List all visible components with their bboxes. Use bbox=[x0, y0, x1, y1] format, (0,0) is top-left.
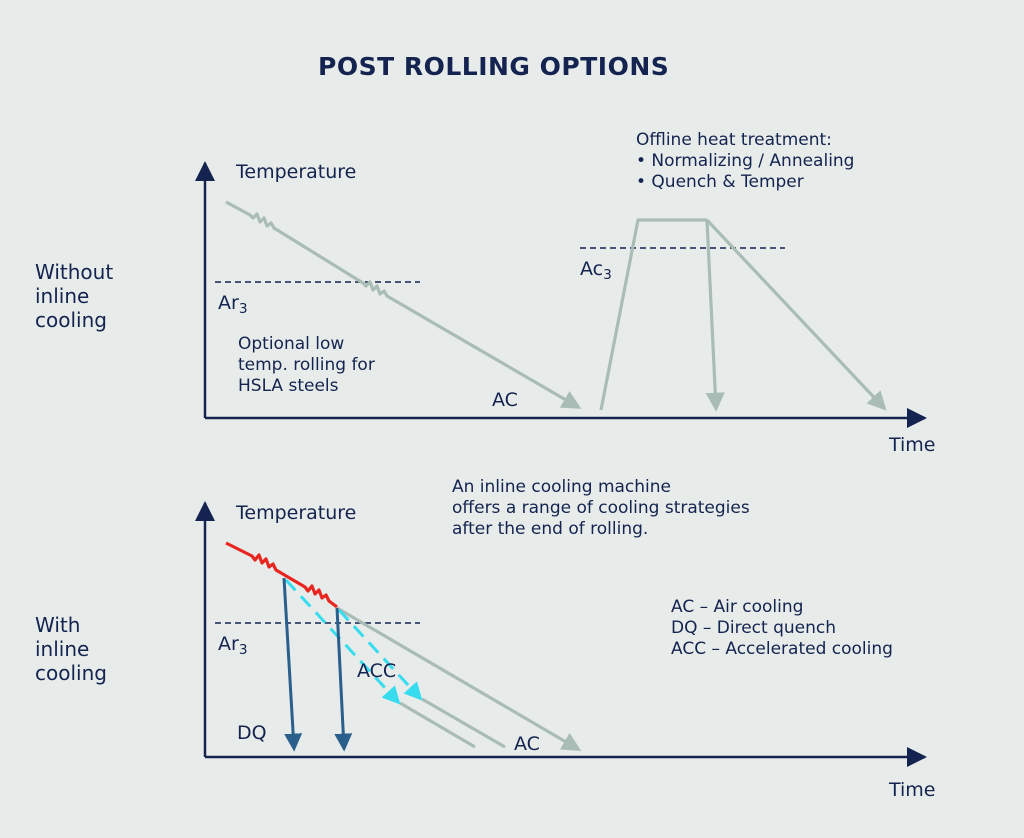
top-ar3-sub: 3 bbox=[238, 301, 248, 318]
top-ar3-label: Ar3 bbox=[218, 292, 248, 317]
top-note-line-3: HSLA steels bbox=[238, 376, 339, 396]
bottom-ar3-label: Ar3 bbox=[218, 633, 248, 658]
bottom-panel-graphics bbox=[195, 501, 927, 767]
legend-item-dq: DQ – Direct quench bbox=[671, 618, 837, 638]
bottom-row-label: With inline cooling bbox=[35, 613, 107, 685]
offline-title: Offline heat treatment: bbox=[636, 130, 832, 150]
bottom-dq-label: DQ bbox=[237, 722, 267, 744]
top-slow-cool bbox=[705, 218, 887, 411]
bottom-dq-line-2 bbox=[334, 607, 353, 752]
bottom-row-label-line-3: cooling bbox=[35, 661, 107, 685]
bottom-x-axis-label: Time bbox=[889, 779, 936, 801]
intro-line-1: An inline cooling machine bbox=[452, 477, 672, 497]
bottom-acc-line-1 bbox=[284, 578, 401, 705]
bottom-y-axis-label: Temperature bbox=[236, 502, 357, 524]
bottom-acc-tail-1 bbox=[399, 701, 476, 749]
bottom-acc-label: ACC bbox=[357, 660, 397, 682]
bottom-air-cooling-line bbox=[336, 606, 582, 751]
top-hsla-note: Optional low temp. rolling for HSLA stee… bbox=[238, 334, 375, 397]
bottom-acc-tail-2 bbox=[421, 697, 506, 749]
top-offline-heat-treatment: Offline heat treatment: • Normalizing / … bbox=[636, 130, 854, 193]
top-x-axis-label: Time bbox=[889, 434, 936, 456]
bottom-ar3-sub: 3 bbox=[238, 642, 248, 659]
top-row-label-line-2: inline bbox=[35, 284, 90, 308]
top-y-axis-label: Temperature bbox=[236, 161, 357, 183]
top-offline-heat-profile bbox=[599, 218, 707, 411]
top-quench-drop bbox=[705, 219, 725, 412]
top-ac3-text: Ac bbox=[580, 258, 604, 280]
top-ac3-sub: 3 bbox=[603, 267, 612, 284]
bottom-dq-line-1 bbox=[282, 577, 303, 752]
bottom-legend: AC – Air cooling DQ – Direct quench ACC … bbox=[671, 597, 893, 660]
top-note-line-2: temp. rolling for bbox=[238, 355, 375, 375]
bottom-row-label-line-1: With bbox=[35, 613, 81, 637]
bottom-ar3-text: Ar bbox=[218, 633, 239, 655]
top-ar3-text: Ar bbox=[218, 292, 239, 314]
page-title: POST ROLLING OPTIONS bbox=[318, 52, 670, 81]
top-row-label: Without inline cooling bbox=[35, 260, 113, 332]
top-note-line-1: Optional low bbox=[238, 334, 345, 354]
offline-item-2: • Quench & Temper bbox=[636, 172, 804, 192]
legend-item-ac: AC – Air cooling bbox=[671, 597, 804, 617]
bottom-row-label-line-2: inline bbox=[35, 637, 90, 661]
intro-line-3: after the end of rolling. bbox=[452, 519, 649, 539]
top-panel-graphics bbox=[195, 161, 927, 428]
bottom-ac-label: AC bbox=[514, 733, 540, 755]
intro-line-2: offers a range of cooling strategies bbox=[452, 498, 750, 518]
bottom-intro-text: An inline cooling machine offers a range… bbox=[452, 477, 750, 540]
top-row-label-line-3: cooling bbox=[35, 308, 107, 332]
bottom-acc-line-2 bbox=[337, 608, 423, 701]
top-ac-label: AC bbox=[492, 389, 518, 411]
bottom-rolling-curve bbox=[225, 541, 338, 609]
top-ac3-label: Ac3 bbox=[580, 258, 612, 283]
offline-item-1: • Normalizing / Annealing bbox=[636, 151, 855, 171]
legend-item-acc: ACC – Accelerated cooling bbox=[671, 639, 893, 659]
top-air-cooling-curve bbox=[225, 200, 582, 409]
top-row-label-line-1: Without bbox=[35, 260, 114, 284]
